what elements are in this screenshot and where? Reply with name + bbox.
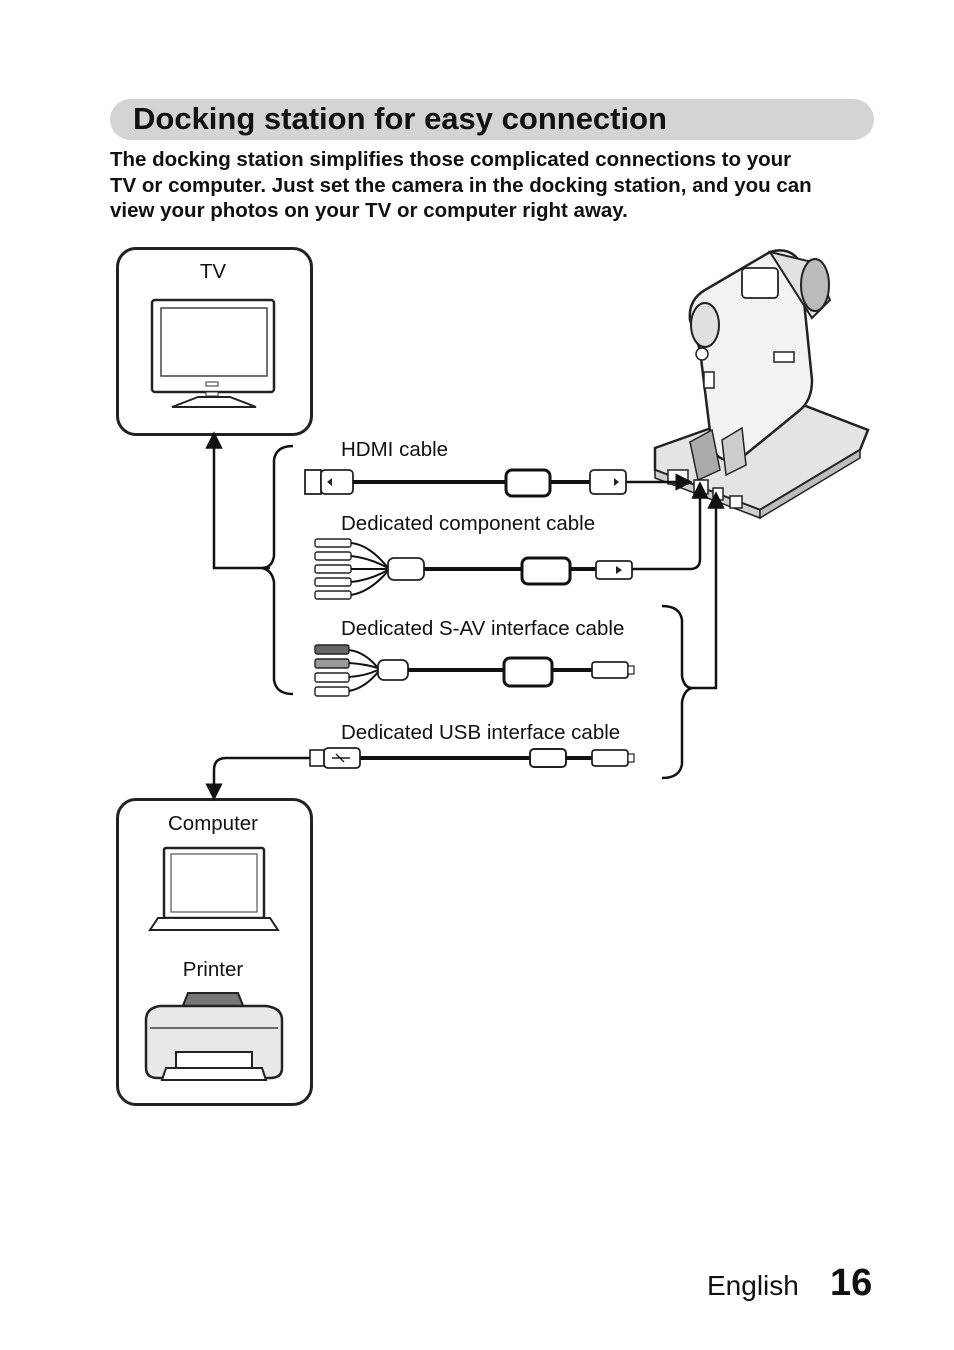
tv-label: TV (199, 260, 227, 283)
computer-label: Computer (167, 812, 259, 835)
intro-line: The docking station simplifies those com… (110, 148, 792, 171)
intro-paragraph: The docking station simplifies those com… (110, 147, 880, 224)
tv-connection-lines (205, 431, 294, 696)
sav-cable-label: Dedicated S-AV interface cable (341, 617, 625, 640)
usb-cable-label: Dedicated USB interface cable (341, 721, 621, 744)
sav-cable-icon (314, 644, 635, 697)
laptop-icon (148, 846, 280, 931)
component-cable-icon (314, 481, 709, 600)
page-title: Docking station for easy connection (133, 101, 667, 136)
component-cable-label: Dedicated component cable (341, 512, 596, 535)
intro-line: TV or computer. Just set the camera in t… (110, 173, 812, 197)
printer-icon (144, 992, 284, 1081)
title-bar (110, 99, 874, 140)
page-number: 16 (830, 1262, 873, 1304)
hdmi-cable-icon (304, 468, 693, 498)
camera-dock-icon (653, 249, 870, 520)
printer-label: Printer (182, 958, 244, 981)
dock-connection-lines (205, 491, 725, 801)
tv-icon (150, 298, 276, 408)
intro-line: view your photos on your TV or computer … (110, 199, 628, 222)
usb-cable-icon (309, 747, 635, 769)
footer-language: English (707, 1270, 799, 1301)
hdmi-cable-label: HDMI cable (341, 438, 449, 461)
